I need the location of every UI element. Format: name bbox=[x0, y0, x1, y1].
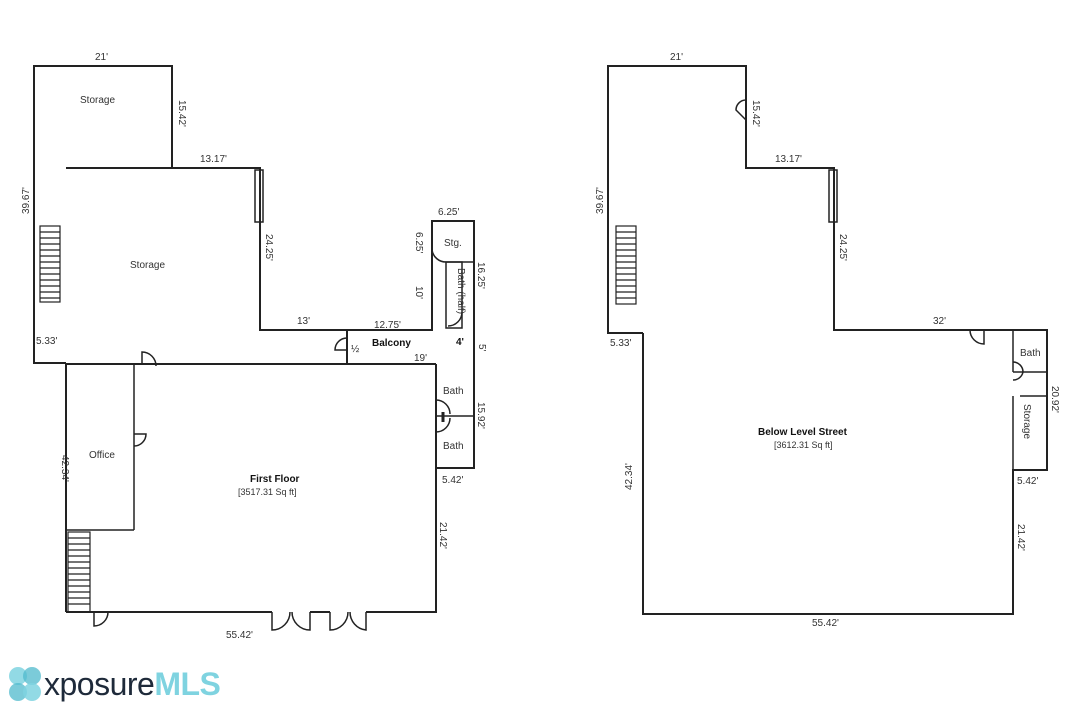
door-swing bbox=[271, 611, 311, 631]
dim-mid-32: 32' bbox=[933, 316, 946, 327]
dim-bath-height: 16.25' bbox=[475, 262, 486, 289]
plan-title-below-level: Below Level Street bbox=[758, 427, 848, 438]
dim-left-step: 5.33' bbox=[36, 336, 57, 347]
plan-area-first-floor: [3517.31 Sq ft] bbox=[238, 487, 297, 497]
dim-storage-depth: 15.42' bbox=[176, 100, 187, 127]
stairs-lower bbox=[67, 531, 91, 613]
dim-top-width: 21' bbox=[95, 52, 108, 63]
below-level-plan bbox=[607, 65, 1048, 615]
stairs-upper bbox=[39, 225, 61, 303]
door-swing bbox=[431, 249, 447, 263]
room-label-bath: Bath bbox=[1020, 348, 1041, 359]
window bbox=[828, 169, 838, 223]
dim-left-height: 39.67' bbox=[595, 187, 606, 214]
room-label-storage-top: Storage bbox=[80, 95, 115, 106]
dim-left-height: 39.67' bbox=[21, 187, 32, 214]
dim-stg-width: 6.25' bbox=[438, 207, 459, 218]
door-swing bbox=[435, 399, 451, 433]
dim-step-width: 13.17' bbox=[775, 154, 802, 165]
dim-bottom-width: 55.42' bbox=[812, 618, 839, 629]
dim-left-step: 5.33' bbox=[610, 338, 631, 349]
room-label-bath-half: Bath (half) bbox=[455, 268, 466, 314]
dim-balcony-5: 5' bbox=[476, 344, 487, 352]
door-swing bbox=[93, 611, 109, 627]
plan-area-below-level: [3612.31 Sq ft] bbox=[774, 440, 833, 450]
dim-lower-left: 42.34' bbox=[59, 455, 70, 482]
logo-x-icon bbox=[9, 667, 41, 701]
dim-storage-depth: 15.42' bbox=[750, 100, 761, 127]
dim-right-step: 5.42' bbox=[442, 475, 463, 486]
room-label-bath-upper: Bath bbox=[443, 386, 464, 397]
dim-stg-10: 10' bbox=[413, 286, 424, 299]
dim-step-width: 13.17' bbox=[200, 154, 227, 165]
logo-text-primary: xposure bbox=[44, 666, 155, 702]
dim-inner-height: 24.25' bbox=[263, 234, 274, 261]
window bbox=[254, 169, 264, 223]
first-floor-plan bbox=[33, 65, 475, 631]
room-label-stg: Stg. bbox=[444, 238, 462, 249]
dim-inner-height: 24.25' bbox=[837, 234, 848, 261]
stairs-below bbox=[615, 225, 637, 305]
door-swing bbox=[133, 433, 147, 447]
wall-half-bath bbox=[445, 261, 463, 329]
dim-right-step: 5.42' bbox=[1017, 476, 1038, 487]
dim-lower-left: 42.34' bbox=[624, 463, 635, 490]
dim-right-height: 20.92' bbox=[1049, 386, 1060, 413]
room-label-bath-lower: Bath bbox=[443, 441, 464, 452]
door-swing bbox=[969, 329, 985, 345]
dim-right-lower: 21.42' bbox=[437, 522, 448, 549]
dim-bath-stack: 15.92' bbox=[475, 402, 486, 429]
dim-mid-12: 12.75' bbox=[374, 320, 401, 331]
dim-mid-13: 13' bbox=[297, 316, 310, 327]
room-label-office: Office bbox=[89, 450, 115, 461]
door-swing bbox=[141, 351, 157, 367]
dim-top-width: 21' bbox=[670, 52, 683, 63]
room-label-half-marker: ½ bbox=[351, 344, 360, 355]
xposure-mls-logo: xposure MLS bbox=[6, 664, 221, 704]
door-swing bbox=[334, 337, 348, 351]
door-swing bbox=[735, 99, 747, 121]
room-label-storage: Storage bbox=[1021, 404, 1032, 439]
dim-bottom-width: 55.42' bbox=[226, 630, 253, 641]
door-swing bbox=[1012, 361, 1024, 381]
room-label-storage-main: Storage bbox=[130, 260, 165, 271]
dim-balcony-4: 4' bbox=[456, 337, 464, 348]
first-floor-labels: Storage Storage Office Stg. Bath (half) … bbox=[21, 52, 487, 641]
logo-text-accent: MLS bbox=[154, 666, 221, 702]
dim-right-lower: 21.42' bbox=[1015, 524, 1026, 551]
dim-stg-height: 6.25' bbox=[413, 232, 424, 253]
door-swing bbox=[447, 311, 463, 327]
room-label-balcony: Balcony bbox=[372, 338, 411, 349]
plan-title-first-floor: First Floor bbox=[250, 474, 300, 485]
wall-outer bbox=[607, 65, 1048, 615]
door-swing bbox=[329, 611, 367, 631]
below-level-labels: Bath Storage Below Level Street [3612.31… bbox=[595, 52, 1060, 629]
dim-balcony-19: 19' bbox=[414, 353, 427, 364]
